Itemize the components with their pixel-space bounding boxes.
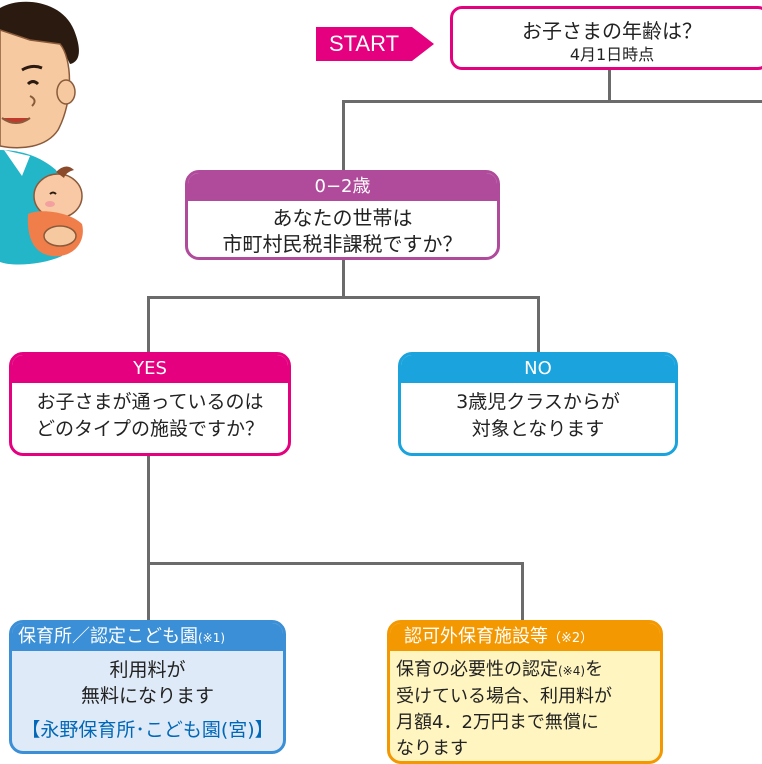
no-box: NO 3歳児クラスからが 対象となります xyxy=(398,352,678,456)
no-line1: 3歳児クラスからが xyxy=(456,391,620,413)
connector-line xyxy=(521,562,524,620)
connector-line xyxy=(342,100,345,172)
age-0-2-body: あなたの世帯は 市町村民税非課税ですか？ xyxy=(188,201,497,257)
unlicensed-line1: 保育の必要性の認定(※4)を xyxy=(396,657,656,684)
connector-line xyxy=(608,66,611,102)
yes-body: お子さまが通っているのは どのタイプの施設ですか？ xyxy=(12,383,288,443)
yes-header: YES xyxy=(12,355,288,383)
father-collar xyxy=(4,150,30,176)
yes-box: YES お子さまが通っているのは どのタイプの施設ですか？ xyxy=(9,352,291,456)
connector-line xyxy=(342,258,345,298)
nursery-line2: 無料になります xyxy=(80,685,214,707)
start-tag: START xyxy=(316,27,436,61)
start-label: START xyxy=(316,27,412,61)
father-holding-baby-icon xyxy=(0,1,83,265)
age-0-2-line1: あなたの世帯は xyxy=(272,206,413,230)
father-eyebrow xyxy=(21,64,43,72)
age-question-box: お子さまの年齢は？ 4月1日時点 xyxy=(450,6,762,70)
unlicensed-line1-note: (※4) xyxy=(558,664,586,678)
unlicensed-facility-box: 認可外保育施設等（※2） 保育の必要性の認定(※4)を 受けている場合、利用料が… xyxy=(387,620,663,764)
unlicensed-line1a: 保育の必要性の認定 xyxy=(396,659,558,680)
connector-line xyxy=(147,562,524,565)
nursery-facility-link[interactable]: 【永野保育所･こども園(宮)】 xyxy=(21,719,274,741)
father-nose xyxy=(29,95,36,107)
age-question-subtitle: 4月1日時点 xyxy=(569,45,655,64)
unlicensed-line1b: を xyxy=(585,659,604,680)
father-hair xyxy=(0,1,79,64)
father-hand xyxy=(43,225,77,247)
unlicensed-header-label: 認可外保育施設等 xyxy=(404,626,548,647)
connector-line xyxy=(342,100,762,103)
yes-line1: お子さまが通っているのは xyxy=(36,391,264,413)
baby-cheek xyxy=(45,201,55,207)
father-eye xyxy=(26,80,40,86)
unlicensed-line2: 受けている場合、利用料が xyxy=(396,686,612,707)
unlicensed-header-note: （※2） xyxy=(548,631,594,646)
age-0-2-line2: 市町村民税非課税ですか？ xyxy=(222,232,463,256)
nursery-line1: 利用料が xyxy=(109,659,186,681)
nursery-body: 利用料が 無料になります 【永野保育所･こども園(宮)】 xyxy=(12,651,283,743)
father-ear xyxy=(56,79,76,105)
nursery-header-label: 保育所／認定こども園 xyxy=(18,626,198,647)
unlicensed-body: 保育の必要性の認定(※4)を 受けている場合、利用料が 月額4．2万円まで無償に… xyxy=(390,651,660,761)
connector-line xyxy=(147,296,150,352)
age-0-2-box: 0−2歳 あなたの世帯は 市町村民税非課税ですか？ xyxy=(185,170,500,260)
nursery-header: 保育所／認定こども園(※1) xyxy=(12,623,283,651)
no-header: NO xyxy=(401,355,675,383)
unlicensed-line3: 月額4．2万円まで無償に xyxy=(396,712,599,733)
baby-eye xyxy=(49,191,57,195)
yes-line2: どのタイプの施設ですか？ xyxy=(35,418,264,440)
baby-hair xyxy=(56,166,74,178)
unlicensed-line4: なります xyxy=(396,738,468,759)
no-line2: 対象となります xyxy=(471,418,605,440)
connector-line xyxy=(537,296,540,352)
age-0-2-header: 0−2歳 xyxy=(188,173,497,201)
no-body: 3歳児クラスからが 対象となります xyxy=(401,383,675,443)
age-question-title: お子さまの年齢は？ xyxy=(522,19,702,43)
start-arrow-icon xyxy=(412,27,434,61)
connector-line xyxy=(147,454,150,620)
connector-line xyxy=(147,296,540,299)
unlicensed-header: 認可外保育施設等（※2） xyxy=(390,623,660,651)
nursery-header-note: (※1) xyxy=(198,631,226,645)
father-mouth xyxy=(1,117,31,124)
nursery-box: 保育所／認定こども園(※1) 利用料が 無料になります 【永野保育所･こども園(… xyxy=(9,620,286,754)
